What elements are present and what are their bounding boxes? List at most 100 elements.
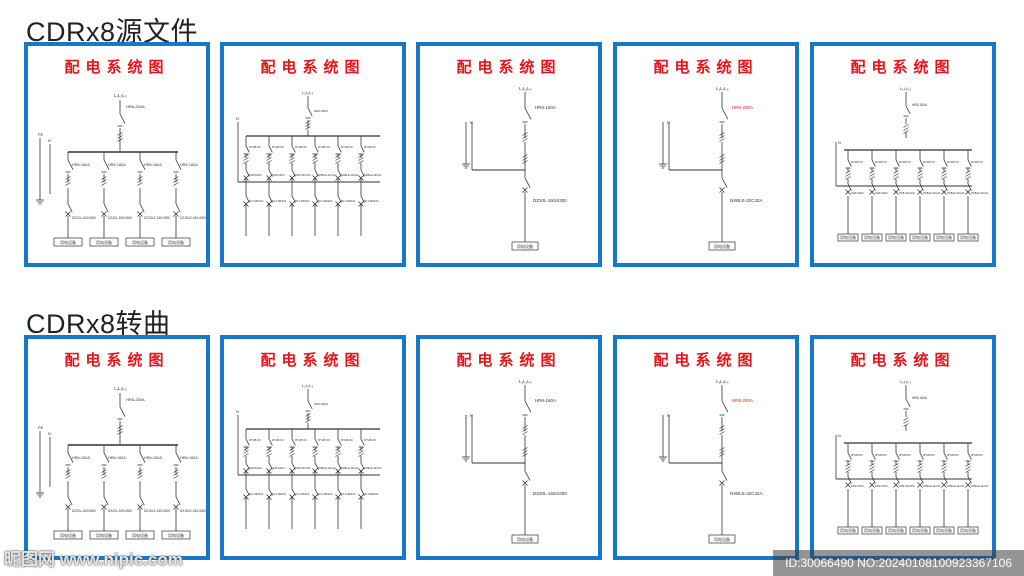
label: 用电设备 (132, 532, 148, 538)
wire (919, 476, 924, 484)
equipment-box (511, 534, 539, 544)
wire (245, 488, 250, 496)
panel-title: 配电系统图 (653, 58, 759, 76)
wire (139, 203, 145, 213)
wire (101, 176, 107, 180)
label: DZ20L-160/4300 (108, 216, 132, 220)
wire (312, 157, 318, 161)
wire (243, 447, 249, 451)
wire (335, 453, 341, 457)
wire (845, 463, 851, 467)
wiring-diagram: L₁L₂L₃HR6-250APENHR6-160ADZ20L-160/4300用… (36, 386, 206, 540)
wire (943, 476, 948, 484)
image-id-watermark: ID:30066490 NO:20240108100923367106 (773, 550, 1024, 576)
wire (522, 187, 528, 193)
wire (245, 438, 250, 446)
wire (522, 135, 528, 139)
wire (314, 438, 319, 446)
equipment-box (161, 530, 191, 540)
label: DZ15LE-160/4300 (180, 216, 206, 220)
wire (845, 466, 851, 470)
label: NXB-32C32A (899, 484, 915, 488)
label: N (838, 433, 841, 438)
wire (173, 182, 179, 186)
wire (103, 452, 110, 463)
wire (268, 145, 273, 153)
wire (358, 154, 364, 158)
wire (243, 157, 249, 161)
wire (941, 189, 947, 195)
wire (266, 447, 272, 451)
wire (719, 132, 725, 136)
label: NXBLE-32C3A (318, 173, 336, 177)
wire (137, 211, 143, 217)
wire (522, 431, 528, 435)
label: N (236, 116, 239, 121)
wire (103, 203, 109, 213)
label: RT28-63 (851, 453, 863, 457)
equipment-box (933, 233, 955, 242)
wire (312, 154, 318, 158)
wire (895, 476, 900, 484)
wire (65, 504, 71, 510)
wiring-diagram: L₁L₂L₃HR6-160ANRT28-63NLB-63/6A用电设备RT28-… (835, 379, 989, 535)
wire (893, 173, 899, 177)
wire (337, 195, 342, 203)
label: HR6-160A (180, 456, 198, 460)
wire (967, 159, 972, 167)
label: ZF-13M/32A (341, 492, 356, 496)
label: 用电设备 (912, 234, 928, 240)
label: ZF-13M/32A (249, 199, 264, 203)
label: 用电设备 (864, 234, 880, 240)
wire (360, 488, 365, 496)
wire (360, 169, 365, 177)
label: RT28-63 (971, 160, 983, 164)
label: NXBLE-32C3A (318, 466, 336, 470)
wire (289, 160, 295, 164)
wire (522, 425, 528, 429)
label: 用电设备 (888, 527, 904, 533)
label: HR6-160A (535, 105, 556, 110)
label: ZF-13M/32A (249, 492, 264, 496)
wire (845, 176, 851, 180)
label: RT28-63 (947, 453, 959, 457)
wire (522, 453, 528, 457)
wire (67, 159, 74, 170)
label: NXBLE-32C3A (947, 191, 965, 195)
label: DZ20L-160/4300 (72, 509, 96, 513)
wire (903, 420, 909, 424)
wire (101, 475, 107, 479)
label: HR6-160A (912, 103, 928, 107)
wire (65, 469, 71, 473)
label: RT28-63 (899, 160, 911, 164)
label: NXBLE-32C3A (341, 466, 359, 470)
wire (305, 120, 311, 124)
wire (967, 183, 972, 191)
wire (337, 488, 342, 496)
label: 用电设备 (60, 532, 76, 538)
wire (943, 452, 948, 460)
diagram-group: L₁L₂L₃HR6-250APENHR6-160ADZ20L-160/4300用… (36, 93, 206, 247)
label: 用电设备 (168, 239, 184, 245)
wire (522, 157, 528, 161)
wire (869, 466, 875, 470)
wire (871, 452, 876, 460)
wire (522, 480, 528, 486)
panel-title: 配电系统图 (64, 58, 170, 76)
wire (65, 472, 71, 476)
wire (919, 183, 924, 191)
wire (719, 425, 725, 429)
label: RT28-63 (249, 438, 261, 442)
wire (917, 170, 923, 174)
